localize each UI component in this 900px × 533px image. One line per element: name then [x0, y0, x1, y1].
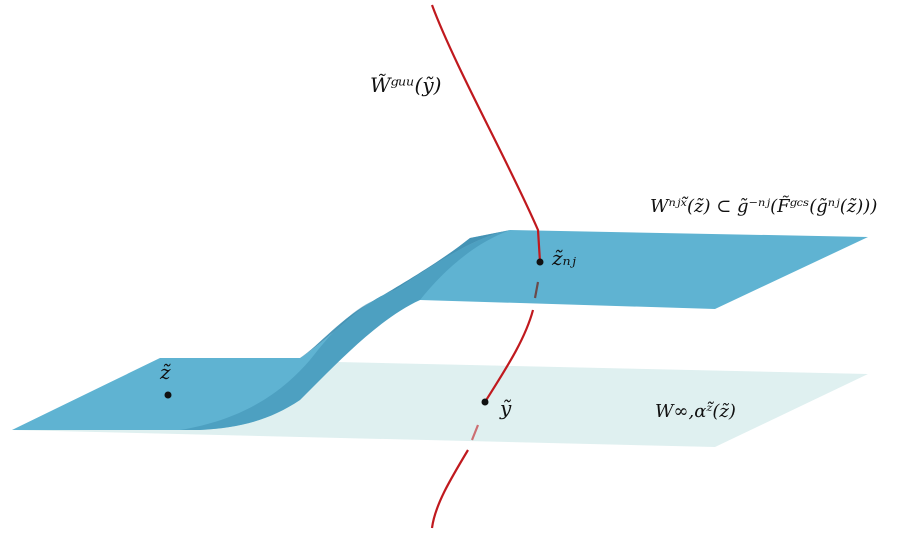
point-z — [164, 391, 172, 399]
unstable-leaf-curve-low — [430, 449, 469, 529]
label-point-y: ỹ — [500, 396, 512, 420]
top-sheet-fold-shade — [180, 230, 510, 430]
unstable-leaf-curve-mid — [484, 309, 535, 403]
top-sheet — [12, 230, 868, 430]
label-bottom-plane: W∞,αᶻ̃(z̃) — [655, 401, 736, 422]
unstable-leaf-curve — [430, 4, 542, 263]
label-unstable-leaf: W̃ᵍᵘᵘ(ỹ) — [370, 73, 442, 97]
point-y — [481, 398, 489, 406]
label-top-sheet: Wⁿʲˣ̃(z̃) ⊂ g̃⁻ⁿʲ(F̃ᵍᶜˢ(g̃ⁿʲ(z̃))) — [650, 196, 878, 217]
label-point-z: z̃ — [160, 360, 171, 384]
unstable-leaf-hidden-1 — [533, 281, 540, 299]
unstable-leaf-hidden-2 — [470, 424, 480, 441]
label-point-z-nj: z̃ₙⱼ — [552, 246, 576, 270]
point-z-nj — [536, 258, 544, 266]
